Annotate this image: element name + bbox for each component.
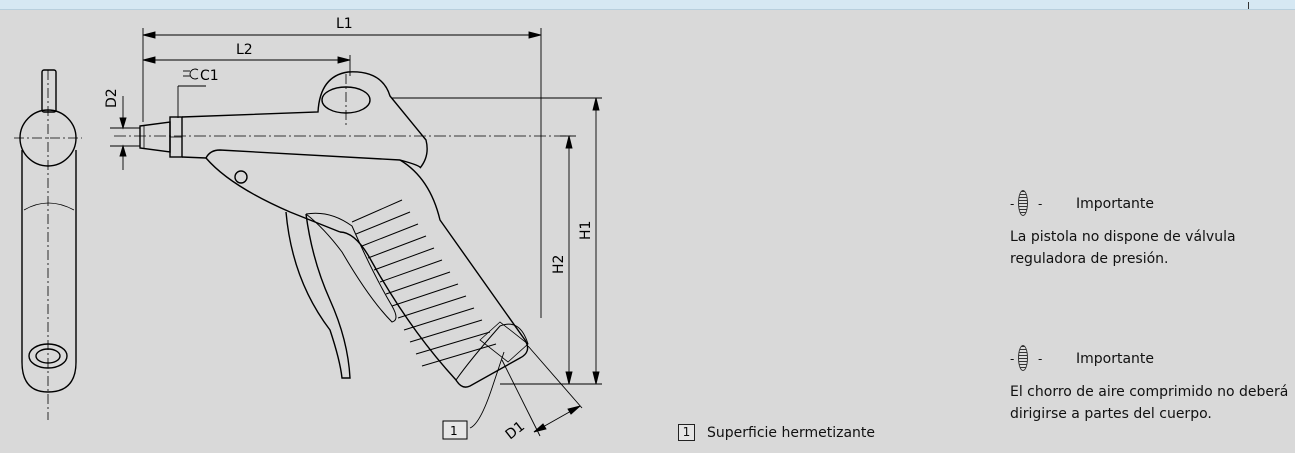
legend-number: 1 — [678, 424, 695, 441]
callout-number: 1 — [450, 424, 458, 438]
note-header: - - Importante — [1000, 190, 1292, 218]
technical-drawing: L1 L2 C1 D2 H1 H2 D1 1 — [14, 16, 602, 443]
note-header: - - Importante — [1000, 345, 1292, 373]
top-band — [0, 0, 1295, 10]
legend-label: Superficie hermetizante — [707, 424, 876, 441]
side-view — [14, 69, 82, 420]
note-text: El chorro de aire comprimido no deberá d… — [1010, 384, 1289, 422]
dim-l2-label: L2 — [236, 42, 253, 58]
dim-c1-label: C1 — [200, 68, 219, 84]
warning-symbol-icon: - - — [1000, 345, 1056, 373]
note-title: Importante — [1076, 196, 1155, 212]
note-important-1: - - Importante La pistola no dispone de … — [1000, 190, 1292, 270]
dim-l1-label: L1 — [336, 16, 353, 32]
gun-body — [139, 71, 529, 388]
dim-d2-label: D2 — [104, 88, 120, 108]
dim-h1-label: H1 — [578, 221, 594, 240]
note-important-2: - - Importante El chorro de aire comprim… — [1000, 345, 1292, 425]
dim-d1-label: D1 — [503, 418, 528, 443]
callout-box — [442, 420, 468, 440]
note-title: Importante — [1076, 351, 1155, 367]
warning-symbol-icon: - - — [1000, 190, 1056, 218]
dimension-lines — [110, 28, 602, 437]
dim-h2-label: H2 — [551, 255, 567, 274]
note-text: La pistola no dispone de válvula regulad… — [1010, 229, 1236, 267]
top-tick — [1248, 2, 1249, 9]
legend: 1 Superficie hermetizante — [678, 424, 875, 441]
